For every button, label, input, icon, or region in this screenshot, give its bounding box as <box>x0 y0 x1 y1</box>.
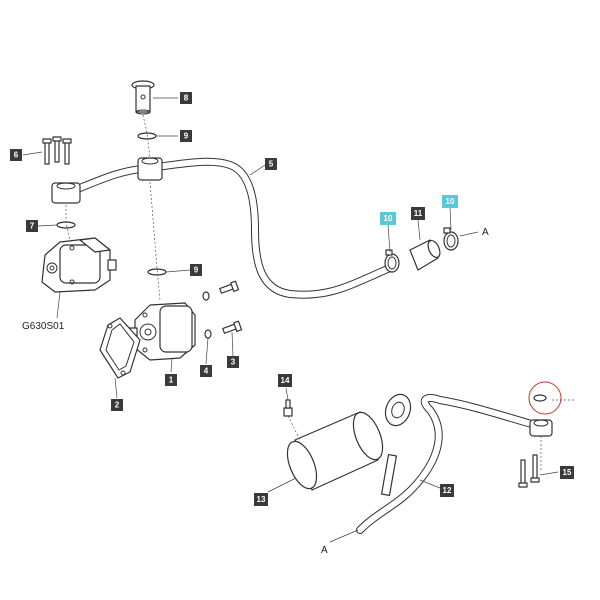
svg-text:10: 10 <box>446 197 455 206</box>
svg-text:11: 11 <box>414 209 423 218</box>
filter-cartridge[interactable] <box>282 408 389 492</box>
hydraulic-pump-assembly[interactable] <box>41 237 117 293</box>
pressure-pipe[interactable] <box>51 157 394 299</box>
highlight-circle <box>528 381 562 415</box>
svg-text:6: 6 <box>14 151 19 160</box>
screw-3-lower[interactable] <box>222 320 243 334</box>
callout-8[interactable]: 8 <box>180 92 192 104</box>
svg-text:8: 8 <box>184 94 189 103</box>
svg-text:3: 3 <box>231 358 236 367</box>
callout-13[interactable]: 13 <box>254 493 268 506</box>
hose-11[interactable] <box>409 239 442 271</box>
callout-5[interactable]: 5 <box>265 158 277 170</box>
callout-14[interactable]: 14 <box>278 374 292 387</box>
seal-ring-9-upper[interactable] <box>137 132 157 140</box>
svg-text:12: 12 <box>443 486 452 495</box>
callout-3[interactable]: 3 <box>227 356 239 368</box>
washer-4-lower[interactable] <box>204 329 212 339</box>
svg-text:13: 13 <box>257 495 266 504</box>
svg-text:15: 15 <box>563 468 572 477</box>
callout-1[interactable]: 1 <box>165 374 177 386</box>
callout-10-right[interactable]: 10 <box>442 195 458 208</box>
callout-4[interactable]: 4 <box>200 365 212 377</box>
plug-14[interactable] <box>283 399 293 417</box>
screw-3-upper[interactable] <box>219 280 240 294</box>
hose-clamp-10-right[interactable] <box>443 227 459 251</box>
svg-text:7: 7 <box>30 222 35 231</box>
bolts-15[interactable] <box>518 454 540 488</box>
connection-label-a-top: A <box>482 227 489 238</box>
callout-7[interactable]: 7 <box>26 220 38 232</box>
svg-text:9: 9 <box>184 132 189 141</box>
callout-2[interactable]: 2 <box>111 399 123 411</box>
svg-text:14: 14 <box>281 376 290 385</box>
callout-15[interactable]: 15 <box>560 466 574 479</box>
callout-11[interactable]: 11 <box>411 207 425 220</box>
svg-text:2: 2 <box>115 401 120 410</box>
svg-text:4: 4 <box>204 367 209 376</box>
bolts-6[interactable] <box>42 136 72 165</box>
banjo-bolt[interactable] <box>131 80 155 115</box>
callout-12[interactable]: 12 <box>440 484 454 497</box>
svg-text:10: 10 <box>384 214 393 223</box>
pump-code-label: G630S01 <box>22 321 65 332</box>
callout-9-upper[interactable]: 9 <box>180 130 192 142</box>
hose-clamp-10-left[interactable] <box>384 249 400 273</box>
svg-text:5: 5 <box>269 160 274 169</box>
o-ring-highlighted[interactable] <box>533 394 547 402</box>
connection-label-a-bottom: A <box>321 545 328 556</box>
callout-6[interactable]: 6 <box>10 149 22 161</box>
svg-text:1: 1 <box>169 376 174 385</box>
callout-10-left[interactable]: 10 <box>380 212 396 225</box>
svg-text:9: 9 <box>194 266 199 275</box>
hydraulic-pump[interactable] <box>126 302 196 361</box>
pump-gasket[interactable] <box>99 317 141 379</box>
washer-4-upper[interactable] <box>202 291 210 301</box>
callout-9-lower[interactable]: 9 <box>190 264 202 276</box>
suction-pipe[interactable] <box>356 391 553 534</box>
